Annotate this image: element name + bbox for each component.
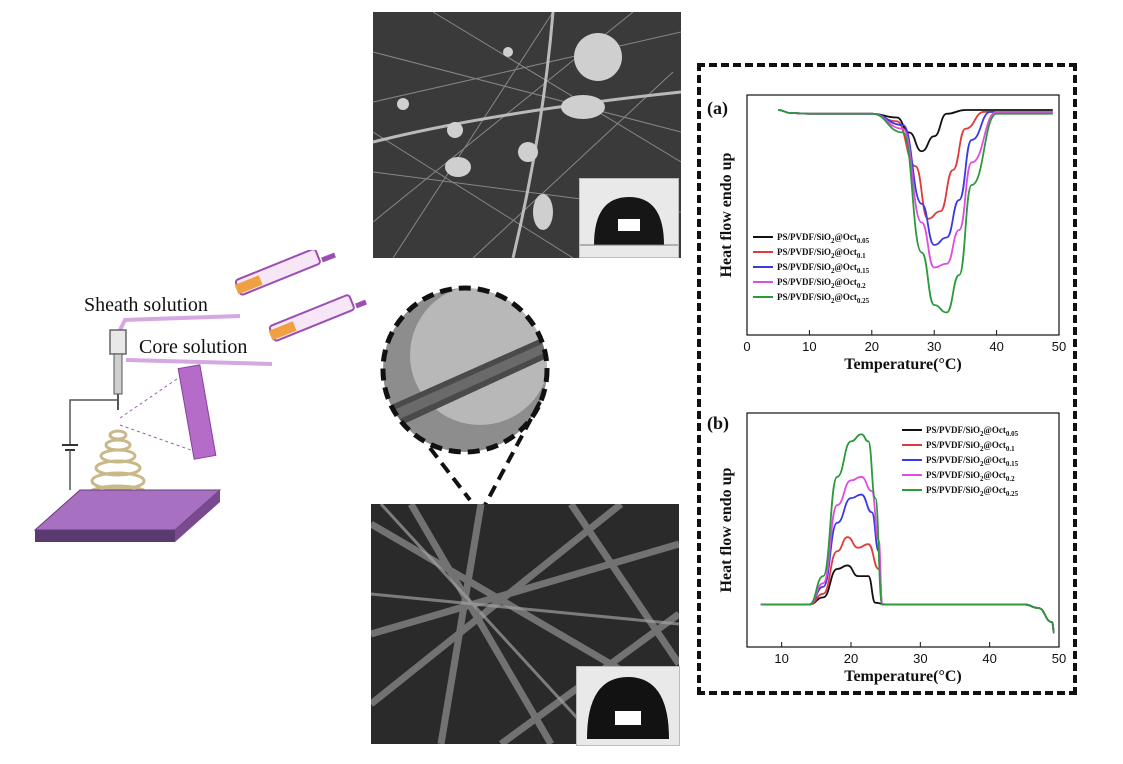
y-axis-label: Heat flow endo up [718, 152, 735, 277]
core-syringe [268, 294, 367, 342]
panel-label: (a) [707, 98, 728, 119]
legend-label-3: PS/PVDF/SiO2@Oct0.15 [926, 455, 1019, 468]
series-line-5 [778, 109, 1053, 314]
coaxial-needle [109, 329, 127, 410]
droplet-bottom-drawing [577, 667, 679, 745]
collector-plate [33, 489, 222, 542]
legend-label-1: PS/PVDF/SiO2@Oct0.05 [777, 232, 870, 245]
legend-label-2: PS/PVDF/SiO2@Oct0.1 [926, 440, 1015, 453]
x-axis-label: Temperature(°C) [844, 668, 961, 685]
tem-magnified-view [360, 270, 690, 540]
x-tick-label: 30 [927, 339, 941, 354]
x-tick-label: 40 [989, 339, 1003, 354]
x-tick-label: 10 [802, 339, 816, 354]
plot-area-frame [746, 412, 1060, 648]
x-tick-label: 0 [743, 339, 750, 354]
series-line-5 [760, 433, 1056, 634]
series-line-3 [760, 493, 1056, 634]
sheath-solution-label: Sheath solution [84, 294, 208, 316]
magnification-cone [119, 364, 217, 460]
x-tick-label: 50 [1052, 651, 1066, 666]
panel-label: (b) [707, 413, 729, 434]
y-axis-label: Heat flow endo up [718, 467, 735, 592]
legend-label-1: PS/PVDF/SiO2@Oct0.05 [926, 425, 1019, 438]
series-line-4 [760, 475, 1056, 634]
legend-label-3: PS/PVDF/SiO2@Oct0.15 [777, 262, 870, 275]
x-tick-label: 50 [1052, 339, 1066, 354]
legend-label-4: PS/PVDF/SiO2@Oct0.2 [777, 277, 866, 290]
schematic-drawing [33, 250, 367, 542]
series-line-2 [760, 536, 1056, 634]
series-line-1 [760, 564, 1056, 634]
dsc-charts-frame [697, 63, 1077, 695]
legend-label-4: PS/PVDF/SiO2@Oct0.2 [926, 470, 1015, 483]
water-droplet-inset-bottom [576, 666, 680, 746]
sheath-syringe [234, 250, 336, 296]
legend-label-2: PS/PVDF/SiO2@Oct0.1 [777, 247, 866, 260]
plot-area-frame [746, 94, 1060, 336]
x-tick-label: 10 [774, 651, 788, 666]
legend-label-5: PS/PVDF/SiO2@Oct0.25 [926, 485, 1019, 498]
x-tick-label: 20 [844, 651, 858, 666]
core-solution-label: Core solution [139, 336, 248, 358]
legend-label-5: PS/PVDF/SiO2@Oct0.25 [777, 292, 870, 305]
water-droplet-inset-top [579, 178, 679, 258]
x-axis-label: Temperature(°C) [844, 356, 961, 373]
x-tick-label: 30 [913, 651, 927, 666]
series-line-1 [778, 109, 1053, 153]
tem-drawing [380, 285, 550, 506]
droplet-top-drawing [580, 179, 678, 257]
electrospinning-schematic [0, 250, 370, 550]
x-tick-label: 40 [982, 651, 996, 666]
x-tick-label: 20 [865, 339, 879, 354]
